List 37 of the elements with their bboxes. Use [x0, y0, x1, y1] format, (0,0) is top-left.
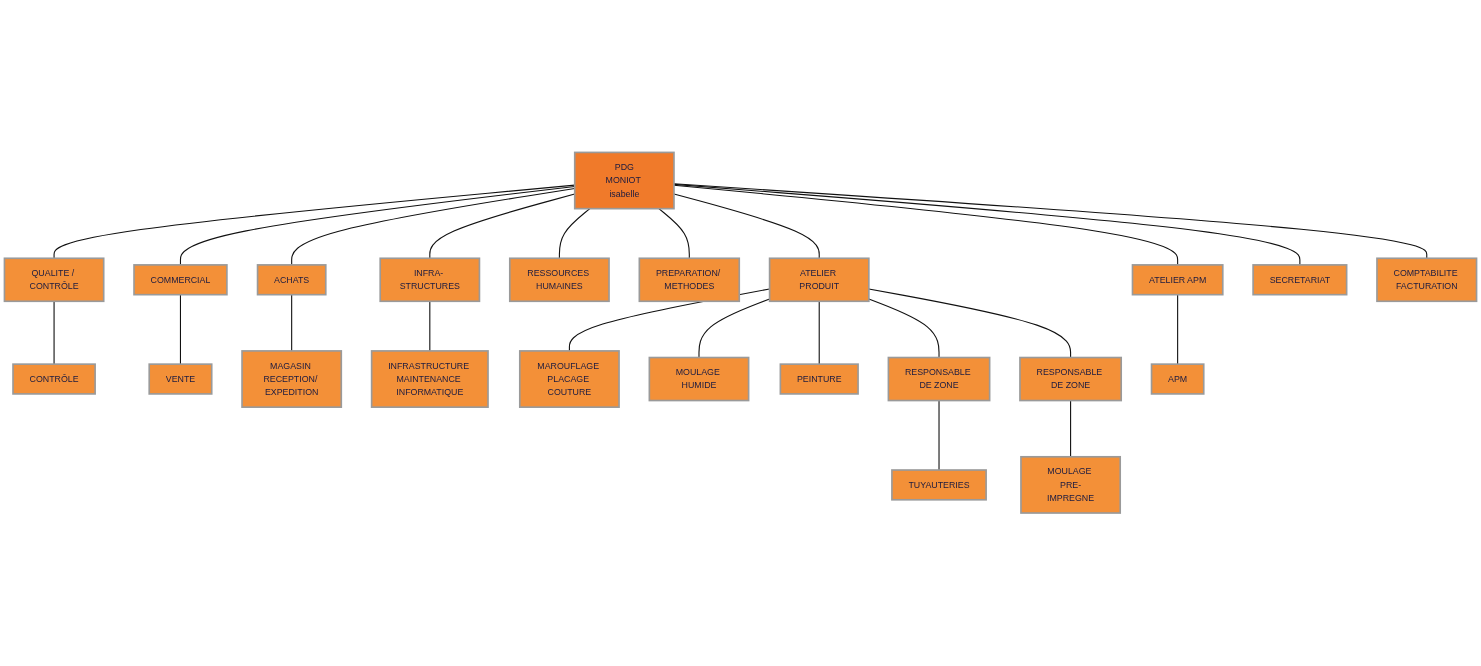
node-box: COMMERCIAL: [133, 264, 228, 296]
node-box: MAROUFLAGE PLACAGE COUTURE: [518, 350, 620, 409]
node-box: SECRETARIAT: [1252, 264, 1348, 296]
node-box: RESPONSABLE DE ZONE: [1019, 357, 1123, 402]
node-box: VENTE: [148, 363, 213, 396]
connector: [673, 193, 820, 260]
connector: [558, 208, 591, 260]
connector: [673, 184, 1301, 266]
connector: [673, 183, 1428, 260]
node-box: ATELIER APM: [1131, 264, 1224, 296]
node-box: INFRA- STRUCTURES: [379, 257, 481, 303]
connector: [1177, 294, 1179, 365]
node-box: MOULAGE HUMIDE: [648, 357, 750, 402]
node-box: MAGASIN RECEPTION/ EXPEDITION: [241, 350, 343, 409]
node-box: ATELIER PRODUIT: [768, 257, 870, 303]
connector: [673, 185, 1179, 266]
node-box: PREPARATION/ METHODES: [638, 257, 741, 303]
node-box: CONTRÔLE: [12, 363, 96, 396]
node-box: PEINTURE: [779, 363, 859, 396]
node-box: MOULAGE PRE-IMPREGNE: [1020, 456, 1122, 515]
connector: [429, 301, 431, 352]
connector: [658, 208, 690, 260]
node-box: RESPONSABLE DE ZONE: [887, 357, 991, 402]
node-box: PDG MONIOT isabelle: [573, 151, 675, 210]
connector: [818, 301, 820, 365]
node-box: ACHATS: [256, 264, 327, 296]
connector: [868, 288, 1072, 359]
node-box: APM: [1150, 363, 1205, 396]
connector: [291, 294, 293, 352]
node-box: TUYAUTERIES: [891, 469, 987, 501]
node-box: COMPTABILITE FACTURATION: [1376, 257, 1478, 303]
connector: [868, 298, 940, 359]
node-box: QUALITE / CONTRÔLE: [3, 257, 105, 303]
connector: [179, 294, 181, 365]
node-box: INFRASTRUCTURE MAINTENANCE INFORMATIQUE: [370, 350, 489, 409]
node-box: RESSOURCES HUMAINES: [508, 257, 610, 303]
connector: [1070, 400, 1072, 458]
